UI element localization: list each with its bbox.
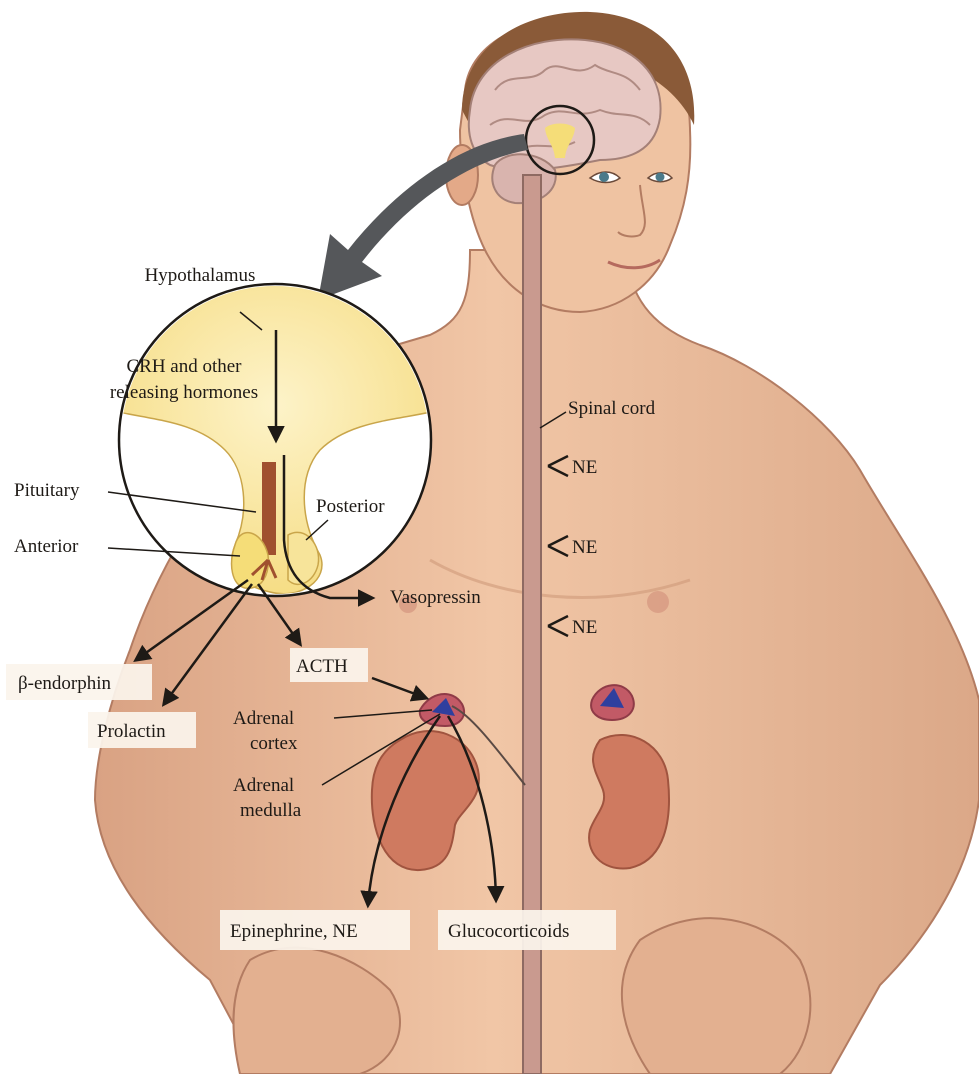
label-glucocorticoids: Glucocorticoids (448, 921, 569, 942)
label-adrenal-cortex-1: Adrenal (233, 708, 294, 729)
label-hypothalamus: Hypothalamus (145, 265, 256, 286)
label-pituitary: Pituitary (14, 480, 80, 501)
label-adrenal-cortex-2: cortex (250, 733, 298, 754)
label-beta-endorphin: β-endorphin (18, 673, 112, 694)
label-posterior: Posterior (316, 496, 385, 517)
pituitary-stalk (262, 462, 276, 555)
label-crh-line2: releasing hormones (110, 382, 258, 403)
label-anterior: Anterior (14, 536, 79, 557)
label-adrenal-medulla-1: Adrenal (233, 775, 294, 796)
label-epinephrine-ne: Epinephrine, NE (230, 921, 358, 942)
label-ne-3: NE (572, 617, 597, 638)
label-ne-2: NE (572, 537, 597, 558)
right-hand (622, 918, 811, 1074)
label-ne-1: NE (572, 457, 597, 478)
label-acth: ACTH (296, 656, 348, 677)
label-prolactin: Prolactin (97, 721, 166, 742)
iris (599, 172, 609, 182)
label-spinal-cord: Spinal cord (568, 398, 656, 419)
label-crh-line1: CRH and other (126, 356, 242, 377)
label-adrenal-medulla-2: medulla (240, 800, 302, 821)
nipple-right (647, 591, 669, 613)
label-vasopressin: Vasopressin (390, 587, 481, 608)
iris-2 (656, 173, 665, 182)
